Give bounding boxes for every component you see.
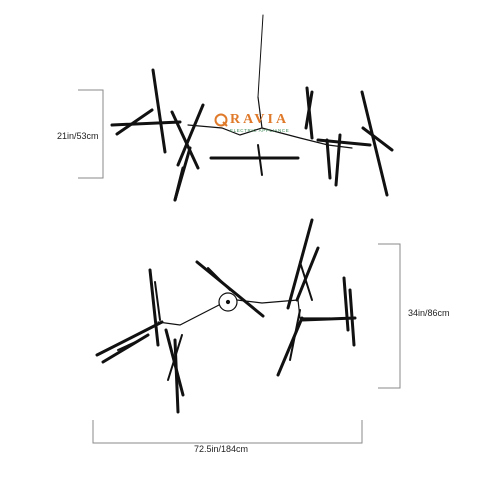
side-view-tube: [304, 90, 314, 130]
side-view-tube: [361, 126, 394, 152]
side-view-tube: [334, 133, 342, 187]
plan-view-tube: [299, 261, 313, 301]
plan-view-tube: [348, 288, 356, 347]
plan-view-tube: [173, 338, 180, 414]
side-view-tube: [176, 103, 205, 167]
plan-view-tube: [289, 309, 301, 361]
plan-view-tube: [276, 316, 304, 377]
side-view-tube: [325, 138, 332, 180]
plan-view: [95, 218, 357, 414]
side-view-tube: [257, 144, 263, 176]
height-top-label: 21in/53cm: [57, 131, 99, 141]
canopy-center: [225, 299, 231, 305]
plan-view-tube: [154, 281, 161, 321]
plan-view-tube: [167, 334, 183, 381]
plan-view-tube: [342, 276, 350, 332]
plan-view-tube: [207, 267, 231, 291]
plan-view-tube: [117, 339, 141, 351]
side-view-tube: [151, 68, 167, 154]
watermark-brand: RAVIA: [230, 112, 290, 127]
side-view-tube: [360, 90, 389, 197]
side-view-arm: [187, 96, 263, 136]
height-bottom-label: 34in/86cm: [408, 308, 450, 318]
suspension-rod: [257, 14, 264, 98]
ravia-logo-icon: [214, 113, 228, 127]
side-view-tube: [170, 110, 200, 170]
plan-view-arm: [157, 304, 220, 326]
watermark-logo: RAVIA ELECTRIC APPLIANCE: [214, 112, 304, 140]
plan-view-tube: [295, 246, 320, 302]
plan-view-tube: [95, 320, 164, 357]
side-view-tube: [173, 166, 185, 202]
plan-view-arm: [297, 299, 331, 319]
width-bottom-dimension-line: [92, 420, 363, 444]
plan-view-tube: [148, 268, 160, 347]
side-view-tube: [115, 108, 154, 136]
height-bottom-dimension-line: [378, 243, 401, 389]
dimension-lines: [78, 89, 401, 444]
width-bottom-label: 72.5in/184cm: [194, 444, 249, 454]
watermark-tagline: ELECTRIC APPLIANCE: [230, 128, 290, 133]
side-view-tube: [110, 120, 182, 127]
height-top-dimension-line: [78, 89, 104, 179]
side-view: [110, 14, 394, 202]
